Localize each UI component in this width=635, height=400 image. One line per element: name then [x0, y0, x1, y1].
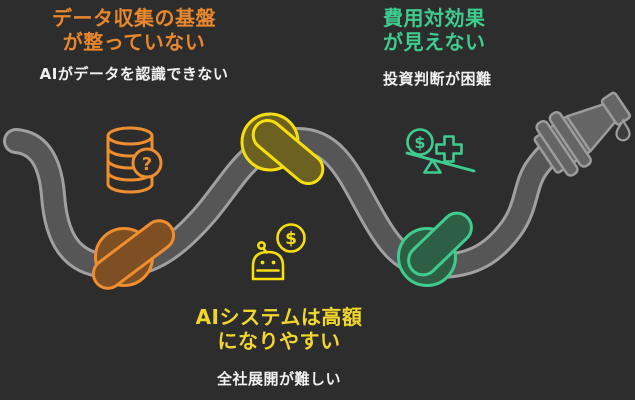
database-question-icon: ?: [106, 126, 163, 194]
scale-fulcrum: [423, 158, 442, 174]
scale-dollar-glyph: $: [414, 133, 425, 152]
problem-ai-system-cost-title-line-2: になりやすい: [217, 329, 341, 353]
database-top: [106, 126, 154, 146]
problem-data-foundation-title-line-1: データ収集の基盤: [52, 6, 216, 30]
problem-cost-effectiveness-title-line-2: が見えない: [383, 30, 486, 54]
question-circle: [131, 147, 163, 179]
problem-cost-effectiveness-subtitle: 投資判断が困難: [383, 70, 492, 88]
robot-dollar-glyph: $: [285, 229, 297, 249]
problem-ai-system-cost-title-line-1: AIシステムは高額: [195, 305, 363, 329]
hose: [3, 126, 575, 280]
robot-dollar-icon: $: [251, 223, 306, 281]
scale-beam: [405, 151, 476, 173]
nozzle-ridge-2: [548, 111, 592, 168]
robot-dollar-circle: [276, 223, 306, 253]
scale-dollar-circle: [406, 128, 434, 156]
nozzle-ridge-1: [535, 119, 579, 177]
problem-data-foundation-title: データ収集の基盤 が整っていない: [20, 6, 248, 54]
robot-eye-right: [271, 260, 276, 265]
question-glyph: ?: [142, 154, 152, 175]
problem-data-foundation-title-line-2: が整っていない: [62, 30, 206, 54]
robot-eye-left: [260, 260, 265, 265]
knot-green-ring-outer-outline: [397, 227, 457, 287]
knot-orange: [91, 219, 176, 290]
money-scale-icon: $: [405, 128, 476, 174]
robot-antenna-stem: [262, 247, 268, 254]
knot-green-loop: [407, 211, 473, 277]
water-drop-icon: [615, 118, 631, 142]
knot-yellow-loop: [251, 118, 325, 186]
knot-orange-loop: [91, 219, 176, 290]
knot-yellow: [240, 112, 325, 186]
hose-body-path: [6, 129, 572, 277]
problem-cost-effectiveness-title-line-1: 費用対効果: [383, 6, 486, 30]
problem-cost-effectiveness-title: 費用対効果 が見えない: [383, 6, 593, 54]
problem-ai-system-cost-subtitle: 全社展開が難しい: [216, 370, 341, 388]
database-bottom: [106, 182, 154, 194]
robot-antenna: [256, 241, 266, 251]
problem-ai-system-cost-title: AIシステムは高額 になりやすい: [169, 305, 389, 353]
problem-data-foundation-subtitle: AIがデータを認識できない: [39, 65, 229, 83]
scale-cross: [435, 135, 463, 163]
knot-green: [397, 211, 473, 287]
robot-head: [251, 250, 285, 281]
